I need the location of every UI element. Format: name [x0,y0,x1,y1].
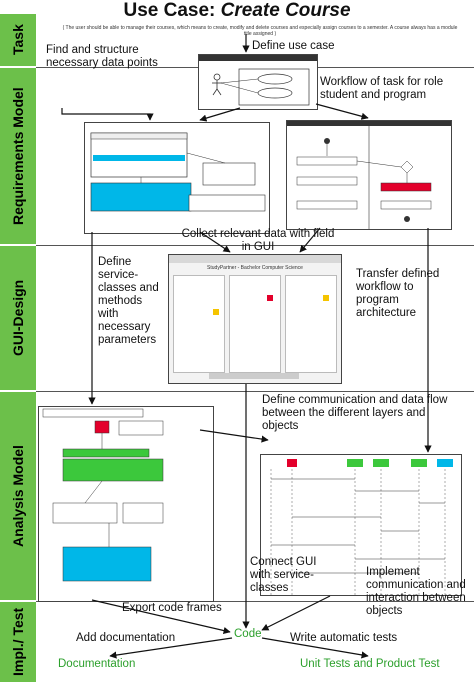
step-find-data-points: Find and structure necessary data points [46,44,158,69]
output-documentation: Documentation [58,658,136,670]
use-case-sketch [212,68,310,106]
arrow-write-tests [261,637,369,659]
phase-band-task [0,14,36,66]
step-workflow: Workflow of task for role student and pr… [320,76,444,101]
workflow-activity-diagram-thumbnail [286,120,452,230]
step-implement-communication: Implement communication and interaction … [366,566,466,617]
arrow-define-communication [199,429,269,443]
step-transfer-workflow: Transfer defined workflow to program arc… [356,268,440,319]
activity-diagram-sketch [296,126,432,229]
sequence-diagram-thumbnail [260,454,462,596]
phase-band-gui [0,246,36,390]
gui-edit-icon [323,295,329,301]
arrow-add-documentation [109,637,233,659]
arrow-workflow [315,103,369,120]
gui-window-title: StudyPartner - Bachelor Computer Science [207,265,303,271]
step-define-communication: Define communication and data flow betwe… [262,394,448,432]
phase-band-analysis [0,392,36,600]
use-case-description: ( The user should be able to manage thei… [62,25,458,37]
step-add-documentation: Add documentation [76,632,176,644]
phase-band-impl [0,602,36,682]
step-define-use-case: Define use case [252,40,335,52]
use-case-diagram-thumbnail [198,54,318,110]
gui-edit-icon [213,309,219,315]
title-prefix: Use Case: [123,0,221,21]
gui-column-panel [285,275,337,373]
output-code: Code [234,628,262,640]
gui-button-row [209,373,299,379]
thumbnail-header-bar [287,121,451,126]
gui-column-panel [229,275,281,373]
class-diagram-sketch [90,132,266,212]
arrow-implement-communication [261,595,331,631]
phase-separator [36,391,474,392]
phase-separator [36,245,474,246]
title-use-case-name: Create Course [220,0,351,21]
gui-design-thumbnail: StudyPartner - Bachelor Computer Science [168,254,342,384]
requirements-class-diagram-thumbnail [84,122,270,234]
arrow-export-code [91,599,231,635]
arrow-workflow-to-gui [299,227,321,253]
step-write-tests: Write automatic tests [290,632,398,644]
thumbnail-header-bar [199,55,317,61]
analysis-class-sketch [42,408,164,582]
arrow-find-data-points [61,108,154,121]
step-collect-data: Collect relevant data with field in GUI [181,228,335,253]
phase-separator [36,601,474,602]
sequence-diagram-sketch [270,459,453,595]
gui-delete-icon [267,295,273,301]
gui-column-panel [173,275,225,373]
phase-band-requirements [0,68,36,244]
diagram-title: Use Case: Create Course [0,0,474,22]
step-connect-gui: Connect GUI with service-classes [250,556,317,594]
arrow-use-case-to-class [199,107,241,122]
output-unit-tests: Unit Tests and Product Test [300,658,440,670]
analysis-class-diagram-thumbnail [38,406,214,602]
step-export-code: Export code frames [122,602,222,614]
arrow-collect-data [199,231,231,253]
gui-window-titlebar [169,255,341,263]
step-define-service-classes: Define service-classes and methods with … [98,256,159,346]
